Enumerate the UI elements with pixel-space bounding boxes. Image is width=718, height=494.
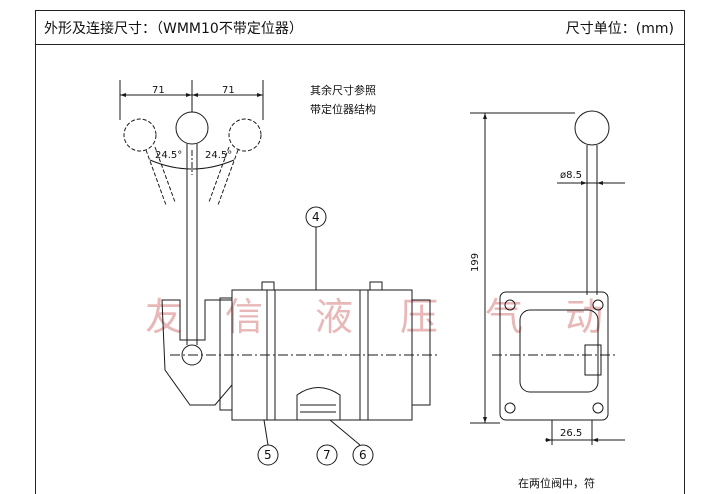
watermark-char-4: 压 [400, 295, 438, 339]
bolt-bottom-right [592, 402, 604, 414]
callout-5-label: 5 [264, 448, 272, 462]
watermark-char-2: 信 [225, 295, 263, 339]
dim-right-span: 71 [222, 85, 235, 96]
header-bar: 外形及连接尺寸：（WMM10不带定位器） 尺寸单位：(mm) [36, 11, 684, 45]
note-line-2: 带定位器结构 [310, 102, 376, 116]
drawing-frame: 外形及连接尺寸：（WMM10不带定位器） 尺寸单位：(mm) [35, 10, 685, 494]
bolt-top-right [592, 299, 604, 311]
side-body [499, 291, 609, 421]
side-view: 199 ø8.5 26.5 在两位阀中，符 [470, 110, 625, 490]
header-title: 外形及连接尺寸：（WMM10不带定位器） [44, 21, 303, 37]
bolt-top-left [504, 299, 516, 311]
lever-ball-center [175, 111, 209, 145]
dim-angle-left: 24.5° [155, 150, 182, 161]
dim-offset: 26.5 [560, 428, 582, 439]
end-cap [411, 299, 431, 406]
callout-6-label: 6 [359, 448, 367, 462]
watermark-char-1: 友 [145, 295, 183, 339]
watermark: 友 信 液 压 气 动 [145, 295, 603, 339]
watermark-char-5: 气 [485, 295, 523, 339]
dim-height: 199 [470, 253, 481, 272]
callout-6 [352, 444, 374, 466]
bolt-bottom-left [504, 402, 516, 414]
front-view: 71 71 24.5° 24.5° [119, 80, 440, 466]
lever-ball-left [123, 118, 157, 152]
dim-left-span: 71 [152, 85, 165, 96]
header-unit: 尺寸单位：(mm) [565, 21, 674, 37]
top-span-dimension [119, 80, 264, 120]
dim-angle-right: 24.5° [205, 150, 232, 161]
angle-arc [149, 159, 235, 170]
watermark-char-6: 动 [565, 295, 603, 339]
note-bottom: 在两位阀中，符 [518, 476, 595, 490]
watermark-char-3: 液 [315, 295, 353, 339]
callout-4-label: 4 [312, 210, 320, 224]
port-cutout [296, 387, 341, 420]
note-line-1: 其余尺寸参照 [310, 83, 376, 97]
side-body-inner [519, 309, 599, 393]
callout-7 [316, 444, 338, 466]
callout-7-label: 7 [323, 448, 331, 462]
dim-rod-diameter: ø8.5 [560, 170, 582, 181]
lever-ball-right [228, 118, 262, 152]
side-handle-ball [574, 110, 610, 146]
